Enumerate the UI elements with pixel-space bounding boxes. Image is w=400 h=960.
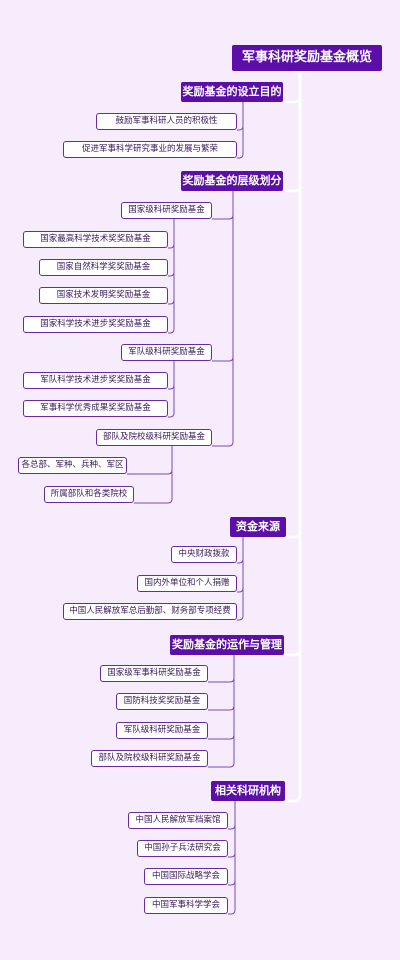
node-2-1: 国家级科研奖励基金 <box>121 202 212 219</box>
node-1-2: 促进军事科学研究事业的发展与繁荣 <box>63 141 237 158</box>
node-5-3: 中国国际战略学会 <box>144 868 228 885</box>
node-5-2: 中国孙子兵法研究会 <box>137 840 228 857</box>
node-5-1: 中国人民解放军档案馆 <box>128 812 228 829</box>
node-2-2-2: 军事科学优秀成果奖奖励基金 <box>23 400 168 417</box>
connector-line <box>237 102 244 159</box>
branch-1: 奖励基金的设立目的 <box>181 82 283 102</box>
node-2-1-3: 国家技术发明奖奖励基金 <box>39 287 168 304</box>
connector-line <box>293 69 312 78</box>
node-1-1: 鼓励军事科研人员的积极性 <box>96 113 237 130</box>
connector-line <box>228 801 236 915</box>
node-2-3-1: 各总部、军种、兵种、军区 <box>18 457 127 474</box>
node-2-3: 部队及院校级科研奖励基金 <box>96 429 212 446</box>
node-4-3: 军队级科研奖励基金 <box>116 722 208 739</box>
node-2-2: 军队级科研奖励基金 <box>121 344 212 361</box>
node-3-3: 中国人民解放军总后勤部、财务部专项经费 <box>63 603 237 620</box>
branch-5: 相关科研机构 <box>211 781 285 801</box>
node-2-2-1: 军队科学技术进步奖奖励基金 <box>23 372 168 389</box>
branch-4: 奖励基金的运作与管理 <box>170 635 284 655</box>
connector-line <box>237 537 244 621</box>
branch-2: 奖励基金的层级划分 <box>181 171 283 191</box>
connector-line <box>168 361 175 418</box>
connector-line <box>168 219 175 334</box>
node-2-3-2: 所属部队和各类院校 <box>44 486 134 503</box>
node-4-2: 国防科技奖奖励基金 <box>116 693 208 710</box>
branch-3: 资金来源 <box>230 517 286 537</box>
node-4-4: 部队及院校级科研奖励基金 <box>91 750 208 767</box>
node-2-1-1: 国家最高科学技术奖奖励基金 <box>23 231 168 248</box>
node-4-1: 国家级军事科研奖励基金 <box>100 665 208 682</box>
connector-line <box>212 191 234 447</box>
node-3-1: 中央财政拨款 <box>171 546 237 563</box>
connector-line <box>208 655 235 768</box>
node-2-1-2: 国家自然科学奖奖励基金 <box>39 259 168 276</box>
node-3-2: 国内外单位和个人捐赠 <box>137 575 237 592</box>
root-topic: 军事科研奖励基金概览 <box>232 45 382 71</box>
connector-line <box>134 446 173 504</box>
node-5-4: 中国军事科学学会 <box>144 897 228 914</box>
node-2-1-4: 国家科学技术进步奖奖励基金 <box>23 316 168 333</box>
